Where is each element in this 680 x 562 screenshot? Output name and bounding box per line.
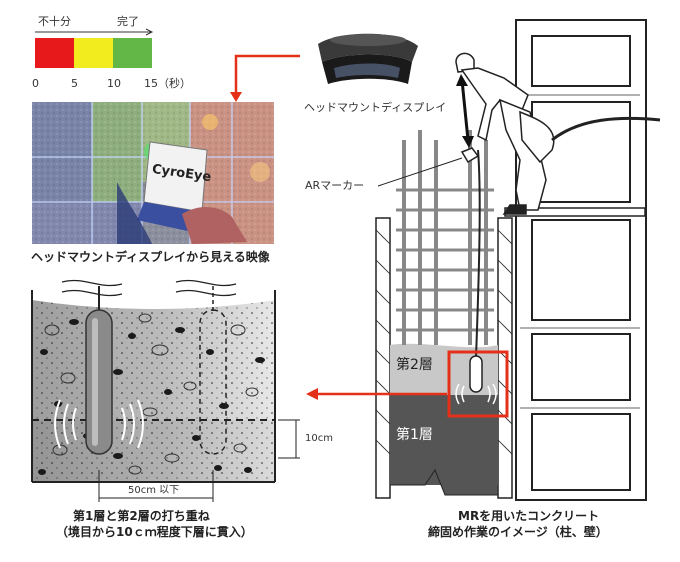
hmd-label: ヘッドマウントディスプレイ bbox=[304, 101, 447, 114]
layer1-label: 第1層 bbox=[396, 427, 433, 443]
legend-yellow-segment bbox=[74, 38, 113, 68]
caption-left-line1: 第1層と第2層の打ち重ね bbox=[73, 509, 210, 523]
layer2-label: 第2層 bbox=[396, 357, 433, 373]
hmd-view-image bbox=[32, 102, 274, 244]
legend-label-insufficient: 不十分 bbox=[38, 15, 71, 28]
legend-label-complete: 完了 bbox=[117, 15, 139, 28]
ar-marker-label: ARマーカー bbox=[305, 179, 365, 192]
hmd-view-caption: ヘッドマウントディスプレイから見える映像 bbox=[31, 250, 270, 264]
caption-right-line2: 締固め作業のイメージ（柱、壁） bbox=[428, 525, 608, 539]
legend-tick-5: 5 bbox=[71, 77, 78, 90]
legend-tick-15: 15（秒） bbox=[144, 77, 191, 90]
legend-color-bar bbox=[35, 38, 152, 68]
depth-dimension-label: 10cm bbox=[305, 433, 333, 444]
caption-left-line2: （境目から10ｃｍ程度下層に貫入） bbox=[56, 525, 253, 539]
legend-green-segment bbox=[113, 38, 152, 68]
legend-red-segment bbox=[35, 38, 74, 68]
legend-tick-0: 0 bbox=[32, 77, 39, 90]
spacing-dimension-label: 50cm 以下 bbox=[128, 485, 180, 496]
caption-right-line1: MRを用いたコンクリート bbox=[458, 509, 600, 523]
hmd-device-image bbox=[300, 22, 430, 94]
legend-tick-10: 10 bbox=[107, 77, 121, 90]
